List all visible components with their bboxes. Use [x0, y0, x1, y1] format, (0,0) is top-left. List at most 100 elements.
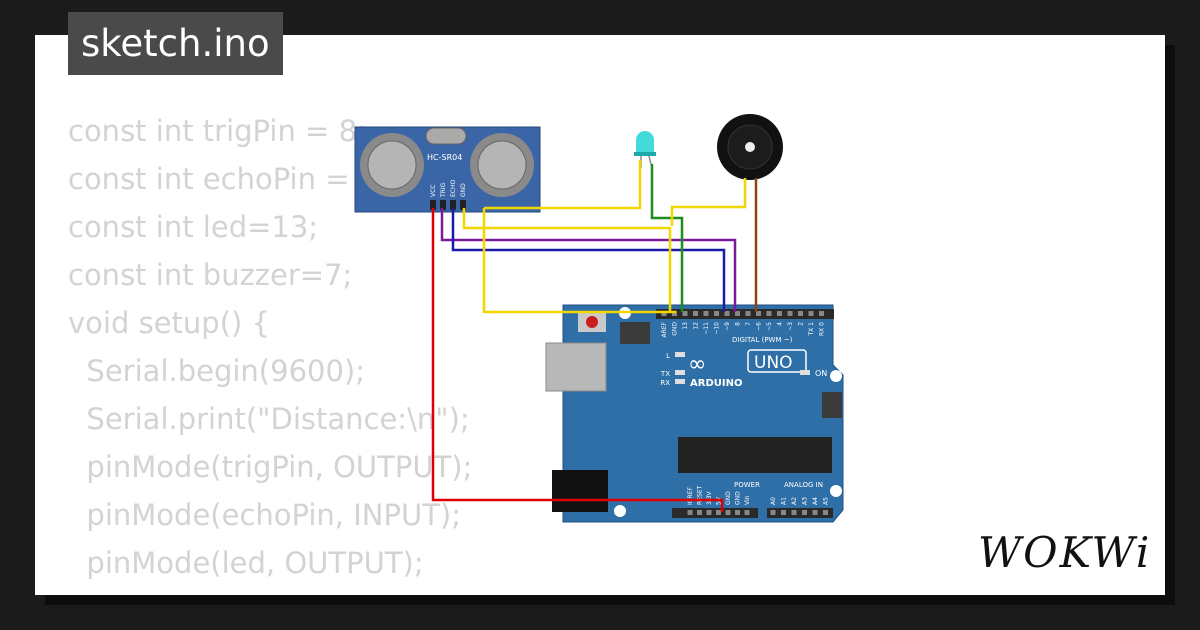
wire-led-d13[interactable]	[650, 164, 684, 312]
digital-pin-label: 13	[682, 322, 689, 330]
digital-pin-label: ~10	[714, 322, 721, 335]
sensor-label: HC-SR04	[427, 153, 462, 162]
sensor-pin[interactable]	[430, 200, 436, 210]
sensor-receiver-icon	[477, 140, 527, 190]
digital-pin[interactable]	[787, 311, 793, 316]
digital-pin-label: ~3	[787, 322, 794, 331]
infinity-logo-icon: ∞	[688, 352, 706, 377]
usb-port	[545, 342, 607, 392]
sensor-pin-label: TRIG	[440, 182, 447, 198]
digital-pin[interactable]	[672, 311, 677, 316]
arduino-brand: ARDUINO	[690, 378, 742, 389]
status-led	[675, 379, 685, 384]
wire-gnd-sensor[interactable]	[462, 208, 672, 312]
power-pin[interactable]	[697, 510, 702, 515]
sensor-pin[interactable]	[450, 200, 456, 210]
power-pin[interactable]	[725, 510, 731, 515]
status-led-label: TX	[660, 370, 670, 378]
code-line: pinMode(trigPin, OUTPUT);	[68, 450, 473, 484]
digital-pin-label: ~6	[756, 322, 763, 331]
analog-pin[interactable]	[791, 510, 797, 515]
digital-pin[interactable]	[756, 311, 761, 316]
digital-pin[interactable]	[714, 311, 719, 316]
analog-pin-label: A2	[791, 497, 798, 505]
led-component[interactable]	[634, 131, 656, 169]
code-line: const int trigPin = 8;	[68, 114, 367, 148]
wire-led-gnd[interactable]	[484, 160, 642, 210]
code-line: Serial.print("Distance:\n");	[68, 402, 470, 436]
digital-label: DIGITAL (PWM ~)	[732, 336, 793, 344]
analog-pin-label: A3	[802, 497, 809, 505]
digital-pin-label: 2	[798, 322, 805, 326]
buzzer-component[interactable]	[717, 114, 783, 180]
digital-pin-label: TX 1	[808, 322, 815, 337]
icsp-header-2	[822, 392, 842, 418]
code-line: const int echoPin = 9;	[68, 162, 387, 196]
sensor-pin-label: VCC	[430, 185, 437, 197]
wires	[431, 160, 758, 512]
analog-pin[interactable]	[781, 510, 786, 515]
digital-pin[interactable]	[798, 311, 803, 316]
digital-pin-label: ~11	[703, 322, 710, 335]
arduino-uno-board[interactable]: ∞ UNO ARDUINO DIGITAL (PWM ~) POWER ANAL…	[545, 304, 844, 523]
wire-echo-d9[interactable]	[451, 208, 726, 312]
digital-pin[interactable]	[819, 311, 824, 316]
analog-pin[interactable]	[823, 510, 828, 515]
digital-pin[interactable]	[808, 311, 814, 316]
mount-hole-3	[830, 485, 842, 497]
sensor-pin[interactable]	[440, 200, 446, 210]
code-line: pinMode(led, OUTPUT);	[68, 546, 424, 580]
power-pin-label: GND	[725, 491, 732, 505]
wire-gnd-bus[interactable]	[482, 208, 676, 314]
power-pin-label: IOREF	[687, 487, 694, 505]
code-line: pinMode(echoPin, INPUT);	[68, 498, 462, 532]
power-pin-label: RESET	[697, 485, 704, 505]
digital-pin[interactable]	[703, 311, 709, 316]
digital-pin[interactable]	[693, 311, 698, 316]
digital-pin[interactable]	[777, 311, 782, 316]
power-pin[interactable]	[687, 510, 693, 515]
power-label: POWER	[734, 481, 760, 489]
digital-pin-label: 8	[735, 322, 742, 326]
digital-pin-label: 4	[777, 322, 784, 326]
sensor-pin[interactable]	[460, 200, 466, 210]
digital-pin[interactable]	[745, 311, 751, 316]
digital-pin-label: RX 0	[819, 322, 826, 336]
code-line: void setup() {	[68, 306, 270, 340]
code-line: const int led=13;	[68, 210, 319, 244]
led-icon	[636, 131, 654, 154]
digital-pin[interactable]	[735, 311, 740, 316]
code-line: const int buzzer=7;	[68, 258, 353, 292]
digital-pin[interactable]	[661, 311, 667, 316]
digital-pin-label: ~5	[766, 322, 773, 331]
reset-button[interactable]	[586, 316, 598, 328]
power-pin[interactable]	[716, 510, 721, 515]
digital-pin-label: ~9	[724, 322, 731, 331]
power-pin-label: 3.3V	[706, 490, 713, 505]
power-pin[interactable]	[744, 510, 750, 515]
power-pin[interactable]	[706, 510, 712, 515]
mount-hole-2	[830, 370, 842, 382]
mount-hole-4	[614, 505, 626, 517]
sketch-filename-badge: sketch.ino	[68, 12, 283, 75]
analog-pin[interactable]	[812, 510, 818, 515]
analog-pin[interactable]	[802, 510, 807, 515]
digital-pin[interactable]	[682, 311, 688, 316]
digital-pin[interactable]	[724, 311, 730, 316]
wire-buzzer-gnd[interactable]	[670, 178, 747, 226]
digital-pin[interactable]	[766, 311, 772, 316]
power-pin[interactable]	[735, 510, 740, 515]
wire-trig-d8[interactable]	[440, 208, 737, 312]
wire-vcc-5v[interactable]	[431, 208, 724, 512]
analog-pin[interactable]	[770, 510, 776, 515]
wokwi-logo: WOKWi	[978, 528, 1152, 577]
power-pin-label: Vin	[744, 495, 751, 505]
code-line: pinMode(buzzer, OUTPUT);	[68, 587, 476, 595]
sensor-crystal	[425, 127, 467, 145]
code-background: const int trigPin = 8; const int echoPin …	[68, 107, 476, 595]
digital-pin-label: GND	[672, 322, 679, 336]
